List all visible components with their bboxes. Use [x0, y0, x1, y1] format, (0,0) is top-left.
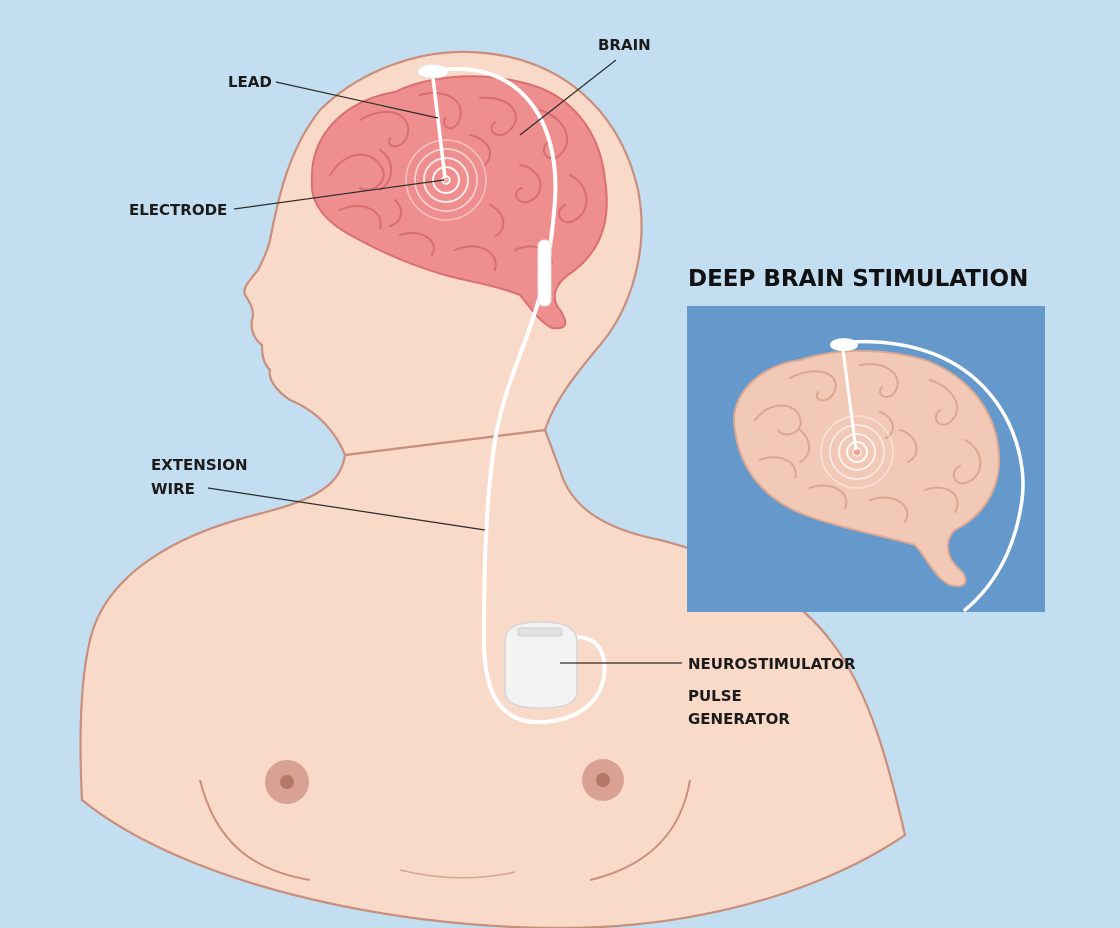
- label-pulse-generator-line1: PULSE: [688, 687, 742, 705]
- main-brain: [310, 75, 608, 330]
- inset-extension-wire: [848, 340, 1025, 612]
- diagram-title: DEEP BRAIN STIMULATION: [688, 266, 1028, 292]
- label-extension-wire-line2: WIRE: [151, 480, 195, 498]
- leader-extension-wire: [207, 487, 486, 531]
- brain-gyri: [329, 92, 588, 271]
- device-header: [517, 627, 563, 637]
- inset-panel: [687, 306, 1045, 612]
- burr-hole-cap: [417, 64, 449, 79]
- chest-line-left: [199, 779, 311, 881]
- neurostimulator-device: [504, 621, 578, 709]
- wire-connector: [537, 239, 552, 307]
- inset-lead-wire: [841, 349, 858, 451]
- label-neurostimulator: NEUROSTIMULATOR: [688, 655, 856, 673]
- callouts: BRAIN LEAD ELECTRODE EXTENSION WIRE NEUR…: [129, 36, 856, 728]
- leader-brain: [519, 59, 617, 136]
- label-electrode: ELECTRODE: [129, 201, 227, 219]
- leader-electrode: [233, 179, 445, 210]
- label-pulse-generator-line2: GENERATOR: [688, 710, 790, 728]
- nipple-left-center: [280, 775, 294, 789]
- implant-hardware: [417, 64, 607, 725]
- chest-line-center: [399, 869, 516, 879]
- nipple-right-center: [596, 773, 610, 787]
- lead-wire: [431, 77, 447, 179]
- extension-wire-path: [438, 66, 607, 725]
- label-lead: LEAD: [228, 73, 272, 91]
- brain-shape: [310, 75, 608, 330]
- label-brain: BRAIN: [598, 36, 651, 54]
- leader-lead: [275, 81, 439, 119]
- inset-brain-gyri: [754, 363, 982, 523]
- chest-line-right: [589, 779, 691, 881]
- label-extension-wire-line1: EXTENSION: [151, 456, 248, 474]
